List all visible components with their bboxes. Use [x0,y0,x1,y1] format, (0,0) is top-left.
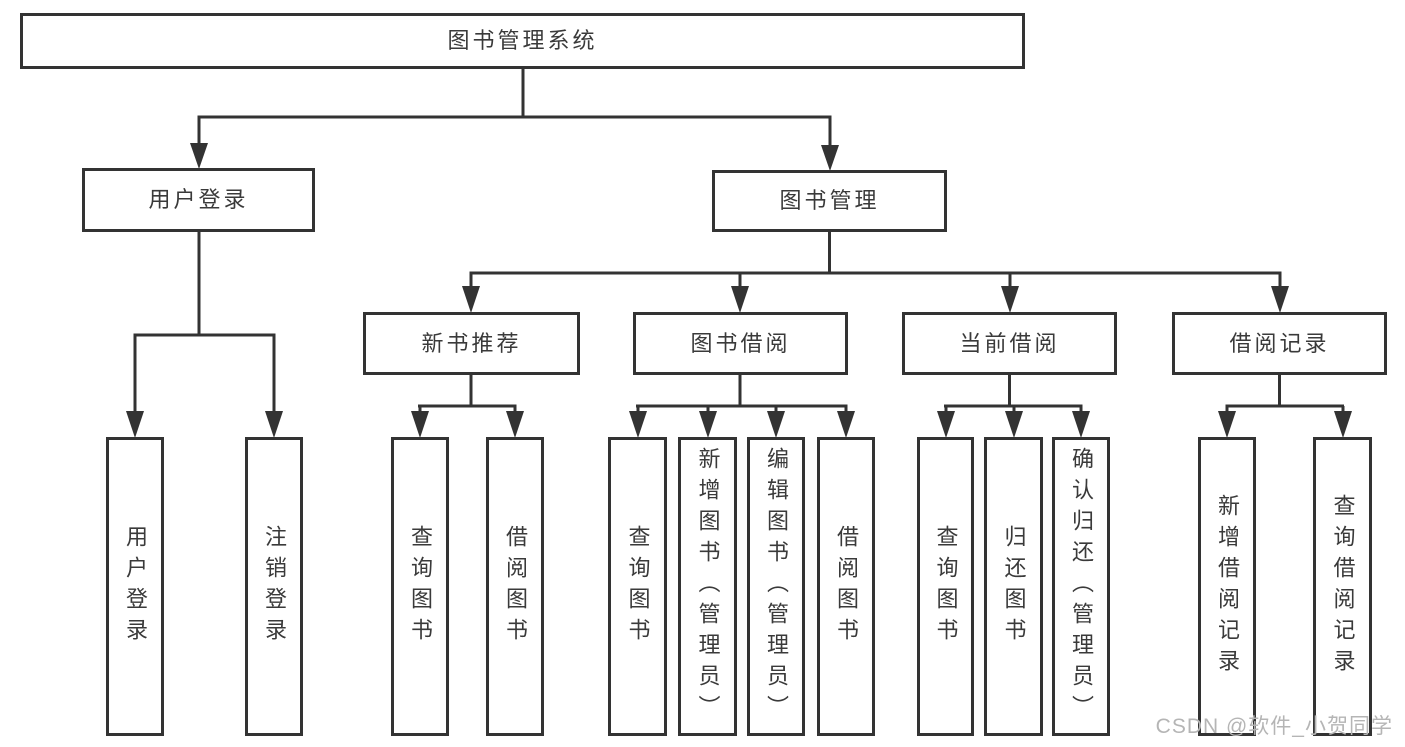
node-borrow-records: 借阅记录 [1172,312,1387,375]
node-book-management: 图书管理 [712,170,947,232]
edge-new-books-split [411,374,524,438]
leaf-query-borrow-record-label: 查询借阅记录 [1330,493,1356,680]
leaf-query-books-2: 查询图书 [608,437,667,736]
edge-root-split [190,67,839,171]
node-current-borrow: 当前借阅 [902,312,1117,375]
node-user-login: 用户登录 [82,168,315,232]
node-book-borrow: 图书借阅 [633,312,848,375]
leaf-confirm-return-admin-label: 确认归还（管理员） [1069,447,1094,726]
node-user-login-label: 用户登录 [148,187,249,212]
edge-book-borrow-split [629,374,855,438]
leaf-borrow-books-1: 借阅图书 [486,437,544,736]
node-library-system-label: 图书管理系统 [447,28,598,53]
leaf-user-login: 用户登录 [106,437,164,736]
node-library-system: 图书管理系统 [20,13,1025,69]
leaf-add-books-admin-label: 新增图书（管理员） [695,447,721,726]
leaf-query-books-1-label: 查询图书 [408,524,433,649]
leaf-add-books-admin: 新增图书（管理员） [678,437,737,736]
edge-borrow-records-split [1218,374,1352,438]
leaf-borrow-books-2: 借阅图书 [817,437,875,736]
node-book-borrow-label: 图书借阅 [690,330,791,356]
node-new-book-recommend-label: 新书推荐 [421,330,522,356]
leaf-add-borrow-record: 新增借阅记录 [1198,437,1256,736]
leaf-query-books-2-label: 查询图书 [625,524,651,649]
leaf-return-books: 归还图书 [984,437,1043,736]
leaf-edit-books-admin: 编辑图书（管理员） [747,437,805,736]
leaf-borrow-books-1-label: 借阅图书 [503,524,528,649]
leaf-query-books-3-label: 查询图书 [933,524,959,649]
leaf-logout-label: 注销登录 [262,524,287,649]
leaf-confirm-return-admin: 确认归还（管理员） [1052,437,1110,736]
leaf-add-borrow-record-label: 新增借阅记录 [1215,493,1240,680]
leaf-return-books-label: 归还图书 [1001,524,1027,649]
leaf-query-books-3: 查询图书 [917,437,974,736]
node-borrow-records-label: 借阅记录 [1229,330,1330,356]
node-new-book-recommend: 新书推荐 [363,312,580,375]
leaf-query-books-1: 查询图书 [391,437,449,736]
node-current-borrow-label: 当前借阅 [959,330,1060,356]
edge-book-management-split [462,231,1289,313]
leaf-edit-books-admin-label: 编辑图书（管理员） [764,447,789,726]
leaf-query-borrow-record: 查询借阅记录 [1313,437,1372,736]
edge-user-login-split [126,231,283,438]
node-book-management-label: 图书管理 [779,188,880,213]
leaf-user-login-label: 用户登录 [123,524,148,649]
watermark: CSDN @软件_小贺同学 [1155,715,1393,738]
leaf-borrow-books-2-label: 借阅图书 [834,524,859,649]
leaf-logout: 注销登录 [245,437,303,736]
edge-current-borrow-split [937,374,1090,438]
